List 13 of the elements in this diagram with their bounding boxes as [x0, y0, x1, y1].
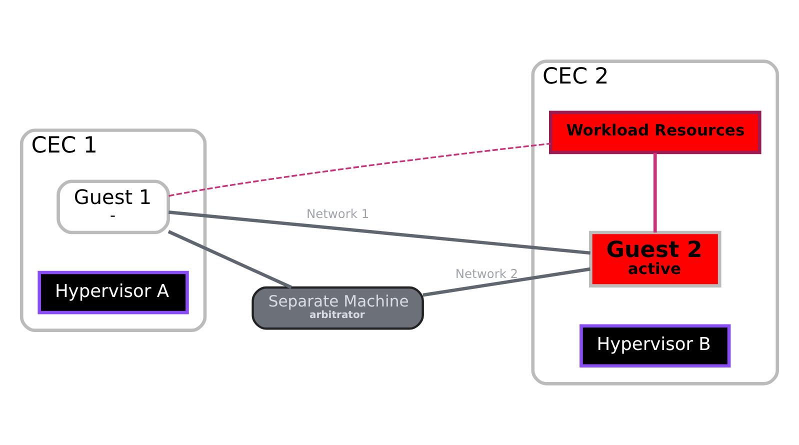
- node-box: Workload Resources: [549, 110, 762, 154]
- node-box: Hypervisor B: [580, 324, 731, 368]
- edge-label: Network 2: [455, 266, 518, 281]
- node-box: Hypervisor A: [38, 270, 189, 314]
- connector: [168, 142, 551, 197]
- connector: [168, 210, 590, 255]
- node-box: Guest 2 active: [589, 230, 722, 288]
- node-box: Guest 1 -: [56, 180, 170, 234]
- connector: [422, 267, 590, 297]
- node-box: Separate Machine arbitrator: [252, 286, 424, 330]
- edge-label: Network 1: [306, 206, 370, 221]
- connector: [168, 230, 292, 289]
- connector: [653, 152, 657, 232]
